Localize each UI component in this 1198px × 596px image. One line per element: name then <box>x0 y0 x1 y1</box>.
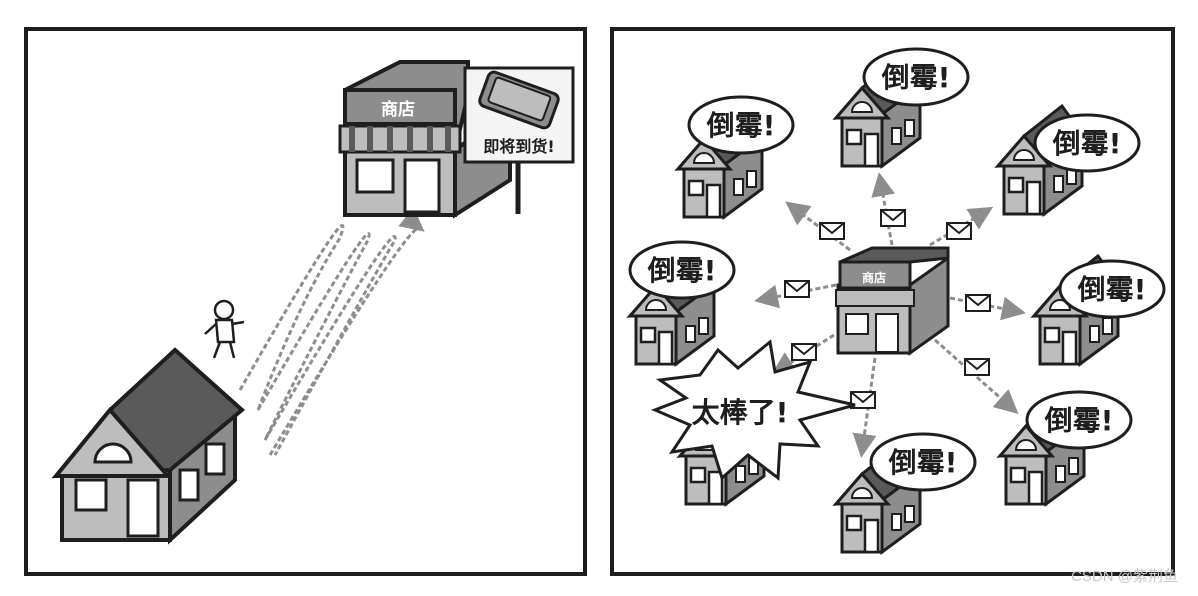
trip-path <box>238 207 425 456</box>
envelope-icon <box>964 358 990 376</box>
envelope-icon <box>819 222 845 240</box>
bubble-text-unlucky: 倒霉! <box>647 254 717 287</box>
bubble-text-unlucky: 倒霉! <box>1077 273 1147 306</box>
bubble-texts: 倒霉! 倒霉! 倒霉! 倒霉! 倒霉! 倒霉! 倒霉! 太棒了! <box>647 61 1147 479</box>
envelope-icon <box>784 280 810 298</box>
speech-bubbles <box>628 47 1166 492</box>
bubble-text-great: 太棒了! <box>692 396 789 429</box>
bubble-text-unlucky: 倒霉! <box>888 446 958 479</box>
envelope-icon <box>946 222 972 240</box>
smartphone-icon <box>478 70 560 130</box>
store-building <box>338 60 512 219</box>
central-store-sign: 商店 <box>862 270 886 285</box>
envelope-icon <box>791 343 817 361</box>
customer-house <box>51 347 246 545</box>
walking-person <box>204 299 245 359</box>
bubble-text-unlucky: 倒霉! <box>706 109 776 142</box>
billboard <box>463 66 575 214</box>
envelope-icon <box>965 294 991 312</box>
watermark: CSDN @紫荆鱼 <box>1071 568 1178 585</box>
billboard-text: 即将到货! <box>483 137 554 156</box>
bubble-text-unlucky: 倒霉! <box>1052 127 1122 160</box>
central-store <box>835 246 950 356</box>
bubble-text-unlucky: 倒霉! <box>1044 404 1114 437</box>
store-sign-label: 商店 <box>381 99 415 120</box>
bubble-text-unlucky: 倒霉! <box>881 61 951 94</box>
envelope-icon <box>880 209 906 227</box>
